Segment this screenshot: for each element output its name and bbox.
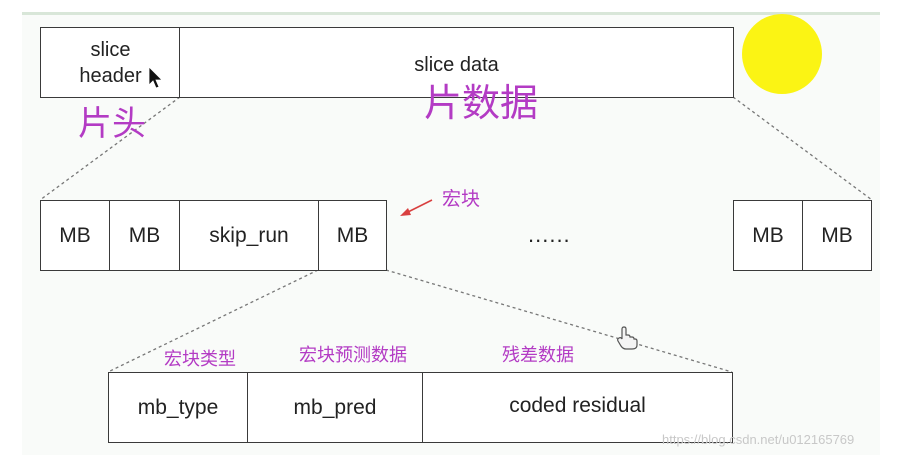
coded-residual-label: coded residual (509, 394, 646, 417)
mb-cell-label: MB (821, 223, 853, 247)
slice-data-box: slice data (179, 27, 734, 98)
mb-cell-right-2: MB (802, 200, 872, 271)
mb-type-cell: mb_type (108, 372, 248, 443)
zoom-line-right-top (732, 96, 873, 201)
hand-cursor-icon (617, 326, 638, 350)
coded-residual-cell: coded residual (422, 372, 733, 443)
slice-data-annotation: 片数据 (424, 83, 539, 125)
skip-run-label: skip_run (209, 223, 289, 247)
mb-pred-label: mb_pred (293, 395, 377, 419)
mb-cell-label: MB (59, 223, 91, 247)
mb-pred-cell: mb_pred (247, 372, 423, 443)
zoom-line-right-bottom (385, 269, 733, 373)
mb-cell-2: MB (109, 200, 180, 271)
mb-type-label: mb_type (137, 395, 219, 419)
mb-annotation: 宏块 (442, 189, 481, 210)
mb-cell-right-1: MB (733, 200, 803, 271)
mb-pred-annotation: 宏块预测数据 (299, 345, 407, 365)
slice-data-label: slice data (414, 54, 499, 76)
mb-cell-label: MB (752, 223, 784, 247)
red-arrow (400, 199, 433, 216)
mouse-pointer-icon (148, 66, 163, 89)
residual-annotation: 残差数据 (502, 345, 574, 365)
zoom-line-left-top (39, 96, 181, 201)
yellow-circle (742, 14, 822, 94)
mb-cell-3: MB (318, 200, 387, 271)
mb-cell-label: MB (336, 223, 369, 247)
watermark: https://blog.csdn.net/u012165769 (662, 432, 855, 447)
mb-type-annotation: 宏块类型 (164, 349, 236, 369)
slice-header-annotation: 片头 (78, 105, 146, 143)
skip-run-cell: skip_run (179, 200, 319, 271)
mb-cell-1: MB (40, 200, 110, 271)
zoom-line-left-bottom (107, 269, 319, 373)
slice-header-label: slice header (79, 38, 142, 87)
ellipsis: ...... (528, 222, 571, 247)
mb-cell-label: MB (128, 223, 161, 247)
